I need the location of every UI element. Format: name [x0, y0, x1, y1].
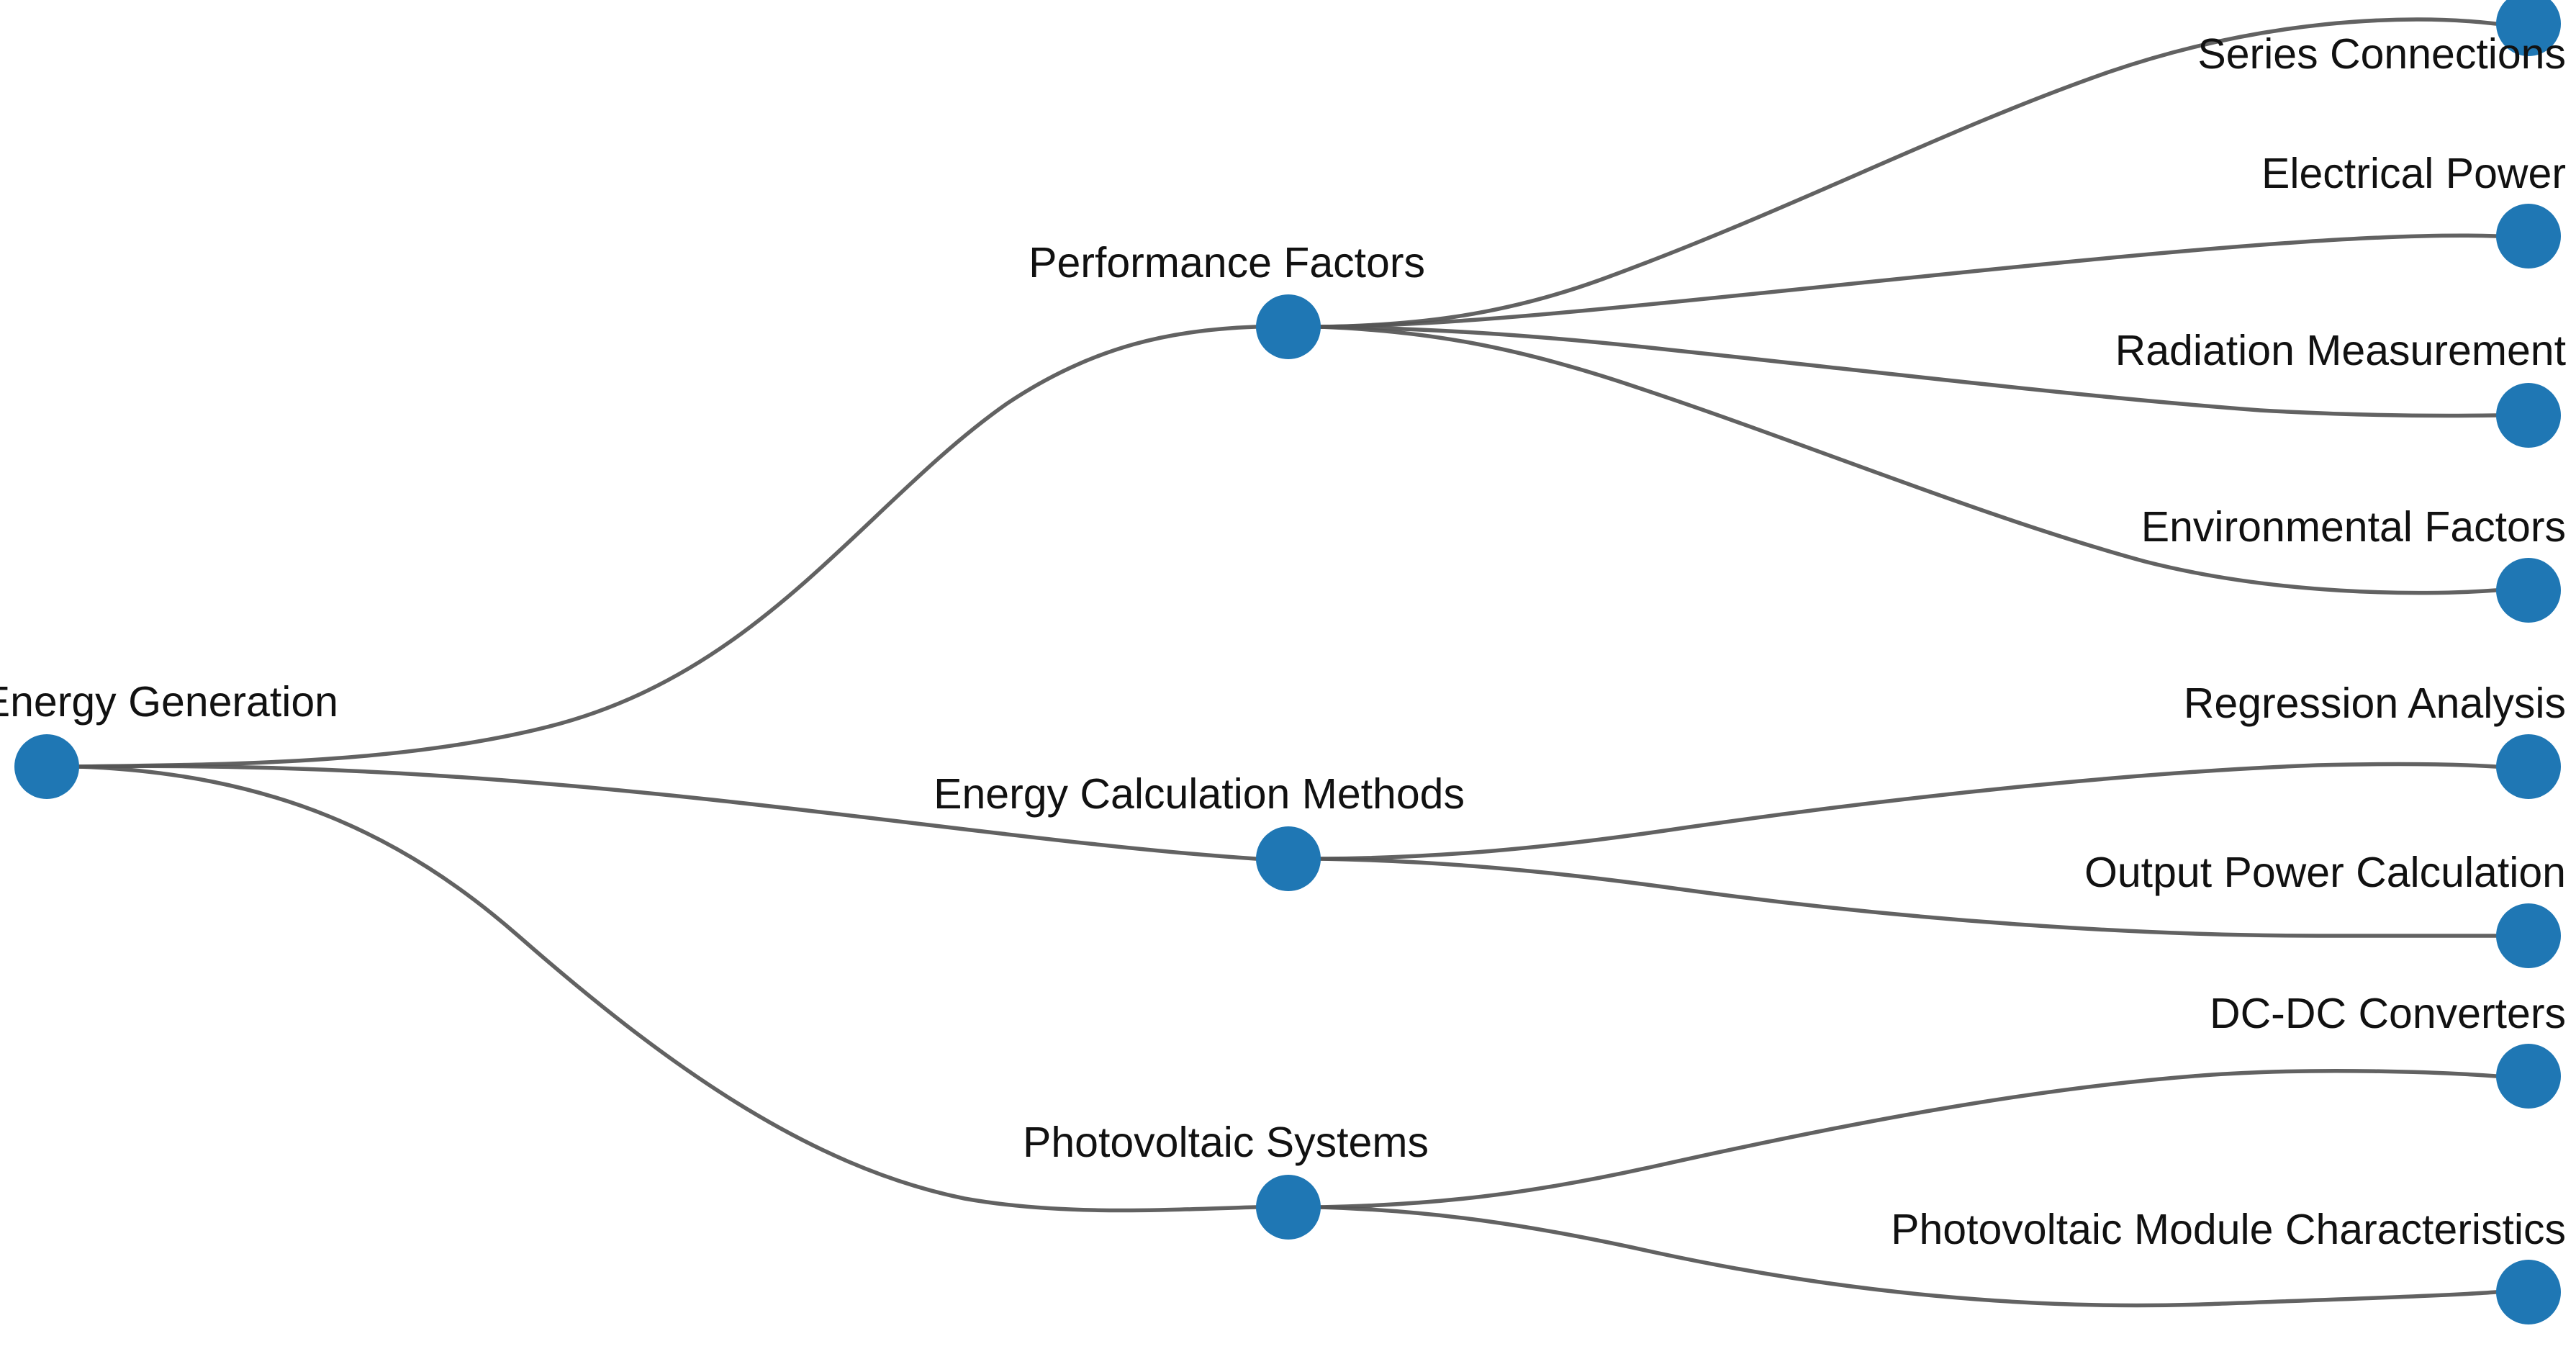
node-label-regression-analysis: Regression Analysis: [2184, 680, 2566, 727]
edge-link: [1319, 1068, 2498, 1209]
node-label-photovoltaic-module-characteristics: Photovoltaic Module Characteristics: [1891, 1206, 2566, 1253]
edge-link: [1319, 762, 2498, 861]
edge-link: [1319, 325, 2498, 418]
edge-link: [77, 325, 1258, 769]
node-label-root: Photovoltaic Energy Generation: [0, 678, 338, 726]
node-output-power-calculation[interactable]: [2496, 903, 2561, 968]
node-photovoltaic-module-characteristics[interactable]: [2496, 1260, 2561, 1324]
node-label-energy-calculation-methods: Energy Calculation Methods: [934, 770, 1465, 818]
node-label-output-power-calculation: Output Power Calculation: [2084, 849, 2566, 896]
edges-layer: [77, 17, 2498, 1308]
node-label-environmental-factors: Environmental Factors: [2141, 503, 2566, 551]
node-regression-analysis[interactable]: [2496, 734, 2561, 799]
nodes-layer: [14, 0, 2561, 1324]
edge-link: [1319, 1205, 2498, 1308]
node-series-connections[interactable]: [2496, 0, 2561, 56]
node-label-radiation-measurement: Radiation Measurement: [2115, 327, 2566, 374]
labels-layer: Photovoltaic Energy Generation Performanc…: [0, 30, 2566, 1253]
edge-link: [77, 764, 1258, 861]
edge-link: [1319, 233, 2498, 329]
node-radiation-measurement[interactable]: [2496, 383, 2561, 448]
edge-link: [77, 764, 1258, 1213]
edge-link: [1319, 325, 2498, 595]
node-label-electrical-power: Electrical Power: [2261, 150, 2566, 197]
node-label-series-connections: Series Connections: [2197, 30, 2566, 78]
node-label-performance-factors: Performance Factors: [1029, 239, 1425, 286]
node-electrical-power[interactable]: [2496, 204, 2561, 268]
node-photovoltaic-systems[interactable]: [1256, 1175, 1321, 1240]
edge-link: [1319, 857, 2498, 938]
node-label-photovoltaic-systems: Photovoltaic Systems: [1023, 1119, 1429, 1166]
node-performance-factors[interactable]: [1256, 294, 1321, 359]
node-energy-calculation-methods[interactable]: [1256, 826, 1321, 891]
edge-link: [1319, 17, 2498, 329]
node-label-dc-dc-converters: DC-DC Converters: [2210, 990, 2566, 1037]
node-environmental-factors[interactable]: [2496, 558, 2561, 623]
node-root[interactable]: [14, 734, 79, 799]
node-dc-dc-converters[interactable]: [2496, 1044, 2561, 1109]
